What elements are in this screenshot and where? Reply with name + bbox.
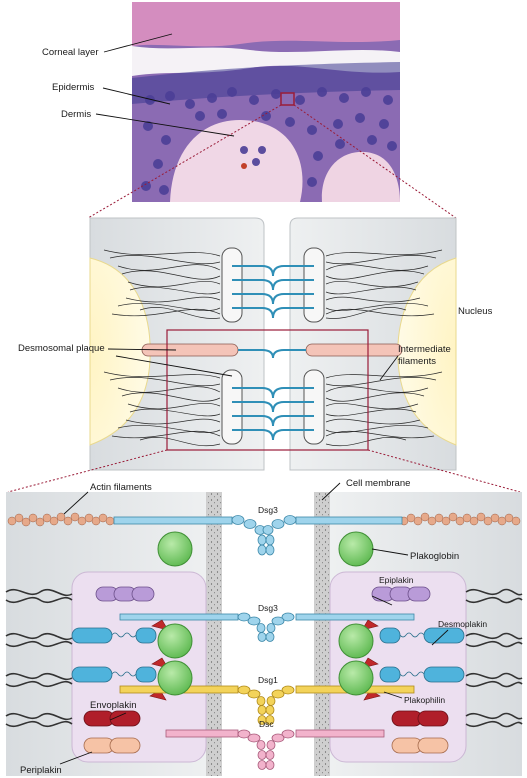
label-intermediate-filaments-line1: Intermediate bbox=[398, 344, 451, 355]
plakoglobin-lower-right bbox=[339, 661, 373, 695]
plakoglobin-lower-left bbox=[158, 661, 192, 695]
label-dsg1: Dsg1 bbox=[258, 675, 278, 685]
desmosomal-plaque-lower-right bbox=[304, 370, 324, 444]
label-dermis: Dermis bbox=[61, 109, 91, 120]
label-cell-membrane: Cell membrane bbox=[346, 478, 410, 489]
label-corneal-layer: Corneal layer bbox=[42, 47, 99, 58]
epiplakin-left bbox=[96, 587, 154, 601]
desmosome-overview-section: Nucleus Desmosomal plaque Intermediate f… bbox=[8, 218, 520, 492]
label-periplakin: Periplakin bbox=[20, 765, 62, 776]
plaque-bar-right bbox=[306, 344, 402, 356]
periplakin-left bbox=[84, 738, 140, 753]
label-plakophilin: Plakophilin bbox=[404, 695, 445, 705]
label-epiplakin: Epiplakin bbox=[379, 575, 414, 585]
molecular-detail-section: Actin filaments Cell membrane Dsg3 Plako… bbox=[6, 478, 522, 776]
desmosomal-plaque-upper-right bbox=[304, 248, 324, 322]
plakoglobin-mid-right bbox=[339, 624, 373, 658]
periplakin-right bbox=[392, 738, 448, 753]
plakoglobin-upper-right bbox=[339, 532, 373, 566]
label-epidermis: Epidermis bbox=[52, 82, 94, 93]
label-plakoglobin: Plakoglobin bbox=[410, 551, 459, 562]
plakoglobin-upper-left bbox=[158, 532, 192, 566]
label-nucleus: Nucleus bbox=[458, 306, 493, 317]
label-intermediate-filaments-line2: filaments bbox=[398, 356, 436, 367]
label-actin-filaments: Actin filaments bbox=[90, 482, 152, 493]
label-envoplakin: Envoplakin bbox=[90, 700, 136, 711]
desmosomal-plaque-lower-left bbox=[222, 370, 242, 444]
plakoglobin-mid-left bbox=[158, 624, 192, 658]
epiplakin-right bbox=[372, 587, 430, 601]
envoplakin-right bbox=[392, 711, 448, 726]
envoplakin-left bbox=[84, 711, 140, 726]
label-dsg3-mid: Dsg3 bbox=[258, 603, 278, 613]
label-desmosomal-plaque: Desmosomal plaque bbox=[18, 343, 105, 354]
label-dsc: Dsc bbox=[259, 719, 274, 729]
desmosomal-plaque-upper-left bbox=[222, 248, 242, 322]
histology-section: Corneal layer Epidermis Dermis bbox=[42, 2, 456, 218]
label-desmoplakin: Desmoplakin bbox=[438, 619, 487, 629]
corneal-layer-band bbox=[132, 2, 400, 46]
label-dsg3-top: Dsg3 bbox=[258, 505, 278, 515]
